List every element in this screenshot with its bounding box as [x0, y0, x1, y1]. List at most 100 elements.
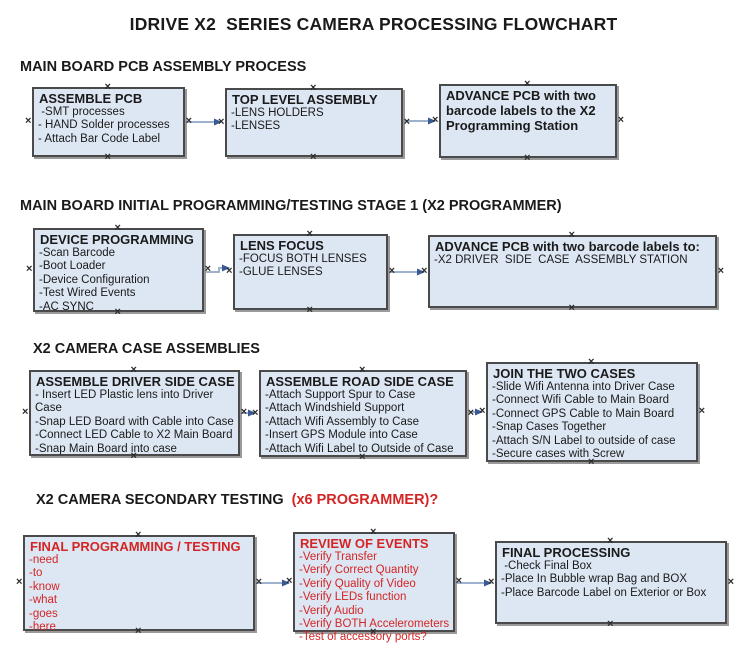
connection-handle-icon: ×: [607, 618, 614, 630]
flow-box-lens-focus[interactable]: ×××× LENS FOCUS -FOCUS BOTH LENSES -GLUE…: [226, 229, 395, 316]
box-item: -LENSES: [231, 120, 281, 133]
flow-box-advance-to-driver-side-station[interactable]: ×××× ADVANCE PCB with two barcode labels…: [421, 230, 724, 314]
connection-handle-icon: ×: [403, 115, 410, 128]
box-item: -Insert GPS Module into Case: [265, 429, 418, 442]
connection-handle-icon: ×: [252, 406, 259, 419]
box-item: -Scan Barcode: [39, 247, 116, 259]
connection-handle-icon: ×: [286, 575, 293, 587]
flow-box-assemble-road-side-case[interactable]: ×××× ASSEMBLE ROAD SIDE CASE -Attach Sup…: [252, 365, 474, 463]
box-item: -Connect GPS Cable to Main Board: [492, 407, 675, 420]
connection-handle-icon: ×: [185, 115, 192, 127]
connection-handle-icon: ×: [698, 405, 705, 417]
connection-handle-icon: ×: [479, 405, 486, 417]
connection-handle-icon: ×: [240, 406, 247, 418]
box-item: -Connect LED Cable to X2 Main Board: [35, 429, 233, 442]
section-heading-red-note: (x6 PROGRAMMER)?: [291, 492, 439, 508]
box-title: FINAL PROGRAMMING / TESTING: [30, 539, 241, 554]
flow-box-review-of-events[interactable]: ×××× REVIEW OF EVENTS -Verify Transfer -…: [286, 527, 462, 644]
box-item: -Verify Quality of Video: [299, 577, 416, 590]
box-item: -Attach Wifi Label to Outside of Case: [265, 442, 454, 455]
connection-handle-icon: ×: [104, 151, 111, 163]
flow-box-assemble-driver-side-case[interactable]: ×××× ASSEMBLE DRIVER SIDE CASE - Insert …: [22, 365, 247, 462]
box-item: -Connect Wifi Cable to Main Board: [492, 394, 670, 407]
flow-box-final-processing[interactable]: ×××× FINAL PROCESSING -Check Final Box -…: [488, 536, 734, 630]
box-item: -here: [29, 621, 56, 634]
box-item: -Snap Main Board into case: [35, 442, 177, 455]
box-item: -to: [29, 567, 43, 580]
box-item: -Place Barcode Label on Exterior or Box: [501, 586, 707, 599]
box-item: -Attach S/N Label to outside of case: [492, 434, 676, 447]
box-item: -Check Final Box: [501, 560, 592, 572]
box-item: -AC SYNC: [39, 300, 94, 313]
box-title: FINAL PROCESSING: [502, 545, 631, 560]
flow-box-advance-to-programming-station[interactable]: ×××× ADVANCE PCB with two barcode labels…: [432, 79, 624, 164]
connection-handle-icon: ×: [524, 152, 531, 164]
box-item: - Insert LED Plastic lens into Driver Ca…: [35, 389, 217, 415]
connection-handle-icon: ×: [26, 263, 33, 275]
section-heading-initial-programming: MAIN BOARD INITIAL PROGRAMMING/TESTING S…: [20, 198, 562, 214]
box-title: ASSEMBLE DRIVER SIDE CASE: [36, 374, 235, 389]
box-item: -Verify Transfer: [299, 551, 377, 563]
box-item: -Snap LED Board with Cable into Case: [35, 415, 234, 428]
box-item: -Verify Audio: [299, 604, 364, 617]
flow-box-join-the-two-cases[interactable]: ×××× JOIN THE TWO CASES -Slide Wifi Ante…: [479, 357, 705, 468]
box-item: -Test of accessory ports?: [299, 631, 427, 644]
box-item: -Snap Cases Together: [492, 421, 607, 434]
connection-handle-icon: ×: [22, 406, 29, 418]
box-title: ADVANCE PCB with two barcode labels to:: [435, 239, 700, 254]
connection-handle-icon: ×: [467, 406, 474, 419]
connection-handle-icon: ×: [617, 114, 624, 126]
box-item: -SMT processes: [38, 106, 125, 118]
box-item: -X2 DRIVER SIDE CASE ASSEMBLY STATION: [434, 254, 688, 266]
box-item: -Boot Loader: [39, 260, 106, 273]
box-item: - HAND Solder processes: [38, 119, 170, 132]
connection-handle-icon: ×: [306, 304, 313, 316]
section-heading-case-assemblies: X2 CAMERA CASE ASSEMBLIES: [33, 341, 260, 357]
section-heading-pcb-assembly: MAIN BOARD PCB ASSEMBLY PROCESS: [20, 59, 307, 75]
connector-arrow: [205, 264, 230, 273]
connection-handle-icon: ×: [204, 263, 211, 275]
flow-box-final-programming-testing[interactable]: ×××× FINAL PROGRAMMING / TESTING -need -…: [16, 530, 262, 637]
flow-box-device-programming[interactable]: ×××× DEVICE PROGRAMMING -Scan Barcode -B…: [26, 223, 211, 318]
connection-handle-icon: ×: [16, 576, 23, 588]
box-item: -Verify BOTH Accelerometers: [299, 618, 450, 631]
connection-handle-icon: ×: [432, 114, 439, 126]
connection-handle-icon: ×: [568, 302, 575, 314]
box-item: -Slide Wifi Antenna into Driver Case: [492, 381, 675, 393]
box-item: -goes: [29, 607, 58, 620]
connection-handle-icon: ×: [388, 265, 395, 277]
box-item: -Place In Bubble wrap Bag and BOX: [501, 573, 688, 586]
connection-handle-icon: ×: [25, 115, 32, 127]
connection-handle-icon: ×: [488, 575, 495, 588]
connection-handle-icon: ×: [421, 264, 428, 277]
box-title: LENS FOCUS: [240, 238, 324, 253]
connection-handle-icon: ×: [717, 264, 724, 277]
box-title: DEVICE PROGRAMMING: [40, 232, 194, 247]
box-item: -GLUE LENSES: [239, 266, 323, 279]
flow-box-assemble-pcb[interactable]: ×××× ASSEMBLE PCB -SMT processes - HAND …: [25, 82, 192, 163]
box-item: -Attach Windshield Support: [265, 402, 405, 415]
box-title: REVIEW OF EVENTS: [300, 536, 429, 551]
box-item: -need: [29, 554, 59, 566]
section-heading-secondary-testing: X2 CAMERA SECONDARY TESTING(x6 PROGRAMME…: [36, 492, 439, 508]
box-item: -Secure cases with Screw: [492, 448, 625, 461]
box-item: -Device Configuration: [39, 273, 150, 286]
box-title: TOP LEVEL ASSEMBLY: [232, 92, 378, 107]
box-title: ASSEMBLE ROAD SIDE CASE: [266, 374, 454, 389]
box-item: -LENS HOLDERS: [231, 107, 324, 119]
connection-handle-icon: ×: [226, 265, 233, 277]
box-item: -what: [29, 594, 58, 607]
connection-handle-icon: ×: [218, 115, 225, 128]
box-item: -know: [29, 580, 60, 593]
connection-handle-icon: ×: [727, 575, 734, 588]
connection-handle-icon: ×: [310, 151, 317, 163]
connection-handle-icon: ×: [455, 575, 462, 587]
box-item: -Verify Correct Quantity: [299, 564, 419, 577]
box-item: -Test Wired Events: [39, 287, 136, 300]
box-item: - Attach Bar Code Label: [38, 132, 161, 145]
box-title: ADVANCE PCB with two barcode labels to t…: [446, 88, 600, 133]
connection-handle-icon: ×: [255, 576, 262, 588]
flow-box-top-level-assembly[interactable]: ×××× TOP LEVEL ASSEMBLY -LENS HOLDERS -L…: [218, 83, 410, 163]
box-title: ASSEMBLE PCB: [39, 91, 143, 106]
